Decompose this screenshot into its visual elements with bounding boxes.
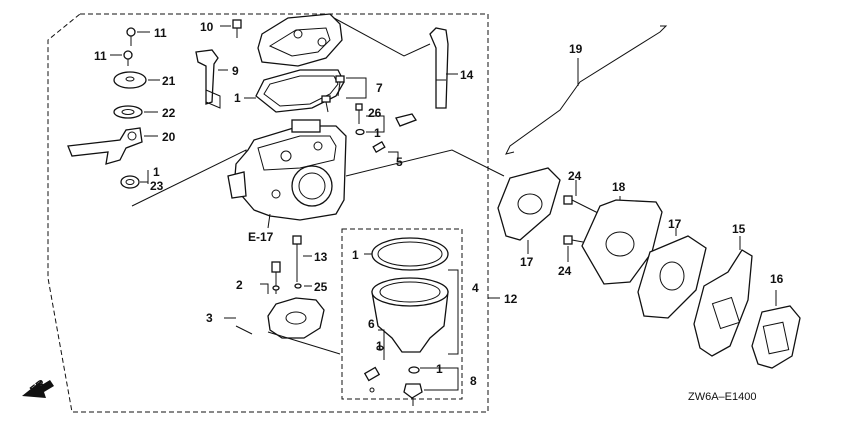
callout-1-a: 1 [153,165,160,179]
part-24-screws [563,180,601,262]
callout-22: 22 [162,106,176,120]
part-17-gasket-left [497,167,561,254]
leader-cover [333,17,431,57]
part-8-drain-bolt [403,366,459,406]
part-3-float [224,297,325,339]
carburetor-top-cover [257,13,343,67]
exploded-ref-e17: E-17 [248,230,274,244]
callout-21: 21 [162,74,176,88]
part-22-washer [113,105,158,119]
part-9-link [195,49,228,109]
callout-1-c: 1 [374,126,381,140]
callout-25: 25 [314,280,328,294]
part-20-lever [67,127,158,165]
part-1-chamber-gasket [364,237,449,271]
callout-18: 18 [612,180,626,194]
part-2-needle [260,261,281,294]
callout-4: 4 [472,281,479,295]
diagram-reference-code: ZW6A–E1400 [688,391,756,403]
part-25-valve [294,283,312,289]
callout-1-b: 1 [234,91,241,105]
callout-1-d: 1 [352,248,359,262]
callout-24-b: 24 [558,264,572,278]
callout-10: 10 [200,20,214,34]
screw-11-lower [110,50,133,66]
part-7-screws [321,75,367,113]
callout-17-b: 17 [520,255,534,269]
front-arrow-icon [22,380,54,398]
callout-11-a: 11 [154,26,167,40]
callout-24-a: 24 [568,169,582,183]
callout-3: 3 [206,311,213,325]
part-16-gasket [751,290,801,369]
callout-16: 16 [770,272,784,286]
callout-14: 14 [460,68,474,82]
callout-13: 13 [314,250,328,264]
callout-19: 19 [569,42,583,56]
leader-carb-right [345,149,505,177]
float-chamber-box [341,228,463,400]
part-13-jet [292,235,312,282]
callout-7: 7 [376,81,383,95]
leader-float [267,331,341,355]
callout-23: 23 [150,179,164,193]
callout-26: 26 [368,106,382,120]
screw-10 [220,19,242,38]
part-14-tube [429,27,458,109]
part-6-screw [363,329,385,393]
part-17-gasket-right [637,228,707,319]
callout-9: 9 [232,64,239,78]
part-5-screw [372,113,417,160]
callout-17-a: 17 [668,217,682,231]
callout-12: 12 [504,292,518,306]
callout-6: 6 [368,317,375,331]
carburetor-body [227,119,347,229]
part-26-screw [355,103,385,136]
part-15-air-cleaner-base [693,236,753,357]
part-21-plate [113,71,160,89]
leader-part-4 [448,269,459,355]
callout-5: 5 [396,155,403,169]
assembly-boundary [47,13,489,413]
float-chamber [371,277,449,353]
callout-11-b: 11 [94,49,107,63]
part-18-insulator [581,196,663,285]
callout-8: 8 [470,374,477,388]
callout-1-f: 1 [436,362,443,376]
callout-2: 2 [236,278,243,292]
screw-11-top [126,27,150,46]
part-19-rod [505,25,668,155]
callout-1-e: 1 [376,339,383,353]
callout-20: 20 [162,130,176,144]
callout-15: 15 [732,222,746,236]
part-23-collar [120,170,149,189]
part-1-cover-gasket [244,69,345,113]
